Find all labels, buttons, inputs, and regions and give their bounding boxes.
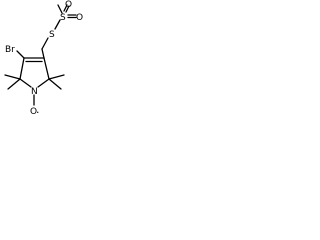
bond-c4-bromine: [16, 50, 25, 59]
thio-sulfur-label: S: [49, 30, 55, 40]
bond-sulfonyl-oxygen-top-a: [63, 4, 68, 12]
nitrogen-label: N: [31, 87, 38, 97]
sulfonyl-oxygen-right-label: O: [76, 13, 83, 23]
sulfonyl-oxygen-top-label: O: [65, 0, 72, 10]
bond-c2-c3: [43, 57, 50, 80]
bond-c2-methyl-b: [48, 78, 62, 90]
bond-sulfonyl-oxygen-top-b: [65, 5, 70, 13]
bond-c5-n: [19, 78, 32, 88]
nitroxide-oxygen-label: O: [30, 107, 37, 117]
bond-sulfur-sulfur: [54, 19, 61, 30]
bond-c4-c5: [19, 57, 25, 80]
bond-c5-methyl-a: [4, 74, 21, 80]
bond-layer: [4, 4, 77, 106]
bromine-label: Br: [5, 45, 15, 55]
bond-thio-methylene: [41, 37, 49, 50]
bond-methylene-ring: [41, 48, 45, 59]
bond-methyl-sulfonyl: [57, 4, 63, 14]
bond-c2-methyl-a: [48, 74, 65, 80]
atom-label-layer: S O O S Br N O ·: [5, 0, 83, 119]
bond-c5-methyl-b: [7, 78, 21, 90]
molecule-structure: S O O S Br N O ·: [4, 0, 83, 119]
radical-dot: ·: [36, 106, 40, 119]
bond-n-c2: [37, 78, 50, 88]
sulfonyl-sulfur-label: S: [60, 13, 66, 23]
